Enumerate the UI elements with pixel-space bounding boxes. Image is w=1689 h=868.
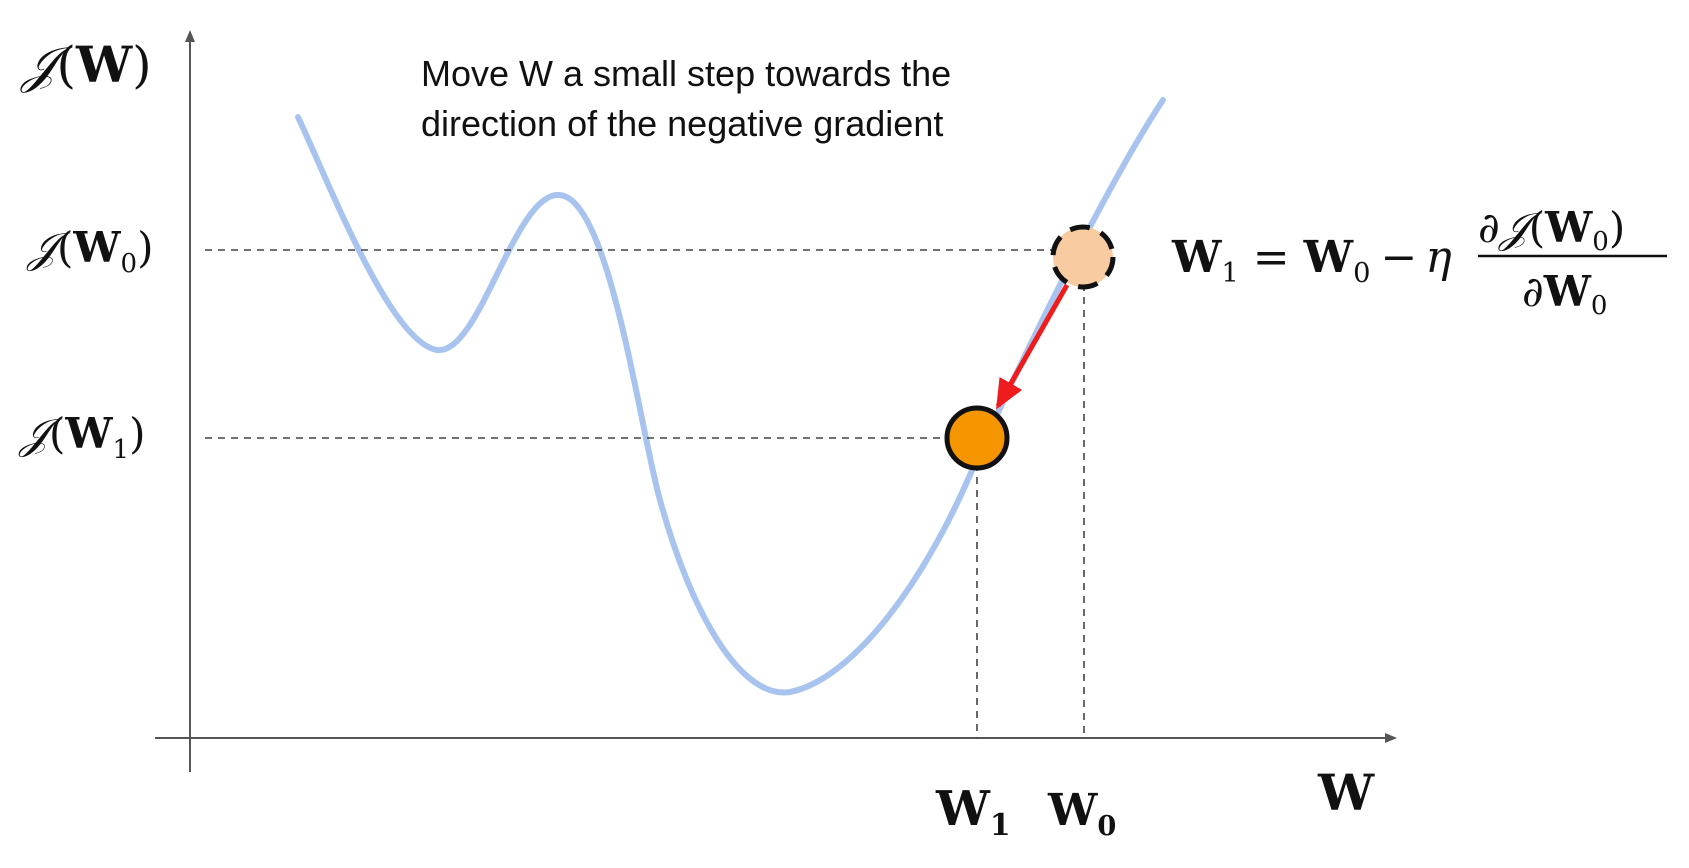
formula-num-close: ) — [1609, 203, 1625, 252]
ytick-w1-close: ) — [129, 409, 145, 458]
formula-den-var: W — [1543, 267, 1592, 316]
formula-num-var: W — [1544, 203, 1593, 252]
loss-curve — [295, 97, 1166, 696]
formula-lhs-sub: 1 — [1221, 258, 1238, 289]
ytick-w0-open: ( — [57, 223, 73, 272]
formula-num-partial: ∂ — [1478, 203, 1500, 252]
annotation-line-1: Move W a small step towards the — [421, 53, 951, 94]
point-w1 — [944, 405, 1010, 471]
xtick-w1: W1 — [935, 781, 1011, 843]
x-axis-title: W — [1317, 763, 1375, 822]
formula-equals: = — [1253, 232, 1290, 283]
formula-minus: − — [1380, 232, 1417, 283]
xtick-w1-sub: 1 — [990, 808, 1011, 843]
formula-numerator: ∂𝒥(W0) — [1478, 203, 1625, 257]
annotation-text: Move W a small step towards the directio… — [421, 53, 961, 144]
formula-den-sub: 0 — [1591, 291, 1608, 321]
xtick-w0-sub: 0 — [1097, 810, 1116, 842]
annotation-line-2: direction of the negative gradient — [421, 103, 943, 144]
formula-denominator: ∂W0 — [1522, 267, 1607, 321]
y-axis-open-paren: ( — [57, 36, 77, 94]
formula-num-sub: 0 — [1592, 227, 1609, 257]
formula-eta: η — [1425, 232, 1451, 283]
y-axis-close-paren: ) — [132, 36, 152, 94]
point-w0 — [1050, 224, 1116, 290]
ytick-w1-open: ( — [49, 409, 65, 458]
ytick-w0-var: W — [72, 223, 121, 272]
ytick-w1-sub: 1 — [113, 435, 130, 465]
y-axis-title: 𝒥(W) — [20, 35, 152, 94]
ytick-w0-close: ) — [137, 223, 153, 272]
formula-num-open: ( — [1529, 203, 1545, 252]
gradient-step-arrow — [995, 283, 1070, 410]
ytick-w1-var: W — [64, 409, 113, 458]
formula-lhs-var: W — [1171, 232, 1222, 283]
xtick-w0: W0 — [1047, 785, 1116, 842]
formula-rhs-sub: 0 — [1353, 258, 1370, 289]
ytick-j-w1: 𝒥(W1) — [18, 409, 146, 465]
y-axis-var: W — [75, 35, 133, 94]
formula-rhs-var: W — [1303, 232, 1354, 283]
formula-den-partial: ∂ — [1522, 267, 1544, 316]
ytick-j-w0: 𝒥(W0) — [26, 223, 154, 279]
xtick-w1-var: W — [935, 781, 991, 837]
formula-lhs-and-rhs: W1=W0−η — [1171, 232, 1452, 289]
update-rule-formula: W1=W0−η ∂𝒥(W0) ∂W0 — [1171, 203, 1667, 321]
ytick-w0-sub: 0 — [121, 249, 138, 279]
xtick-w0-var: W — [1047, 785, 1098, 836]
